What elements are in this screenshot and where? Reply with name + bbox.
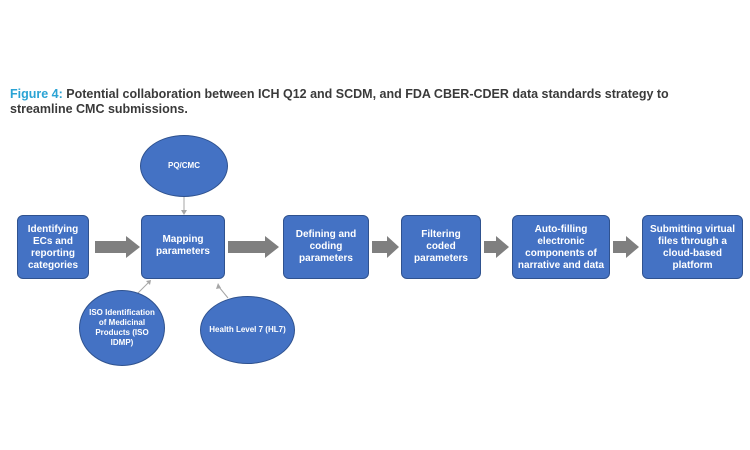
step-mapping-label: Mapping parameters <box>156 234 210 257</box>
step-mapping: Mapping parameters <box>141 215 225 279</box>
step-filtering: Filtering coded parameters <box>401 215 481 279</box>
figure-caption: Figure 4: Potential collaboration betwee… <box>10 87 730 116</box>
connector-iso-arrowhead <box>146 280 151 285</box>
input-hl7-label: Health Level 7 (HL7) <box>209 325 286 334</box>
step-identifying-label: Identifying ECs and reporting categories <box>27 224 79 271</box>
step-identifying: Identifying ECs and reporting categories <box>17 215 89 279</box>
step-submitting-label: Submitting virtual files through a cloud… <box>650 224 735 271</box>
arrow-identifying-to-mapping <box>95 236 140 258</box>
connector-hl7-arrowhead <box>216 283 221 289</box>
arrow-defining-to-filtering <box>372 236 399 258</box>
input-iso-idmp-label: ISO Identification of Medicinal Products… <box>89 308 155 347</box>
arrow-mapping-to-defining <box>228 236 279 258</box>
input-iso-idmp: ISO Identification of Medicinal Products… <box>79 290 165 366</box>
connector-pqcmc-arrowhead <box>181 210 187 215</box>
arrow-filtering-to-autofilling <box>484 236 509 258</box>
connector-hl7-to-mapping <box>218 286 229 299</box>
figure-caption-text: Potential collaboration between ICH Q12 … <box>10 87 669 116</box>
step-filtering-label: Filtering coded parameters <box>414 229 468 264</box>
step-autofilling: Auto-filling electronic components of na… <box>512 215 610 279</box>
step-defining: Defining and coding parameters <box>283 215 369 279</box>
step-defining-label: Defining and coding parameters <box>295 229 357 264</box>
input-pqcmc: PQ/CMC <box>140 135 228 197</box>
arrow-autofilling-to-submitting <box>613 236 639 258</box>
step-autofilling-label: Auto-filling electronic components of na… <box>517 224 605 271</box>
input-pqcmc-label: PQ/CMC <box>168 161 200 170</box>
step-submitting: Submitting virtual files through a cloud… <box>642 215 743 279</box>
figure-label: Figure 4: <box>10 87 63 101</box>
input-hl7: Health Level 7 (HL7) <box>200 296 295 364</box>
